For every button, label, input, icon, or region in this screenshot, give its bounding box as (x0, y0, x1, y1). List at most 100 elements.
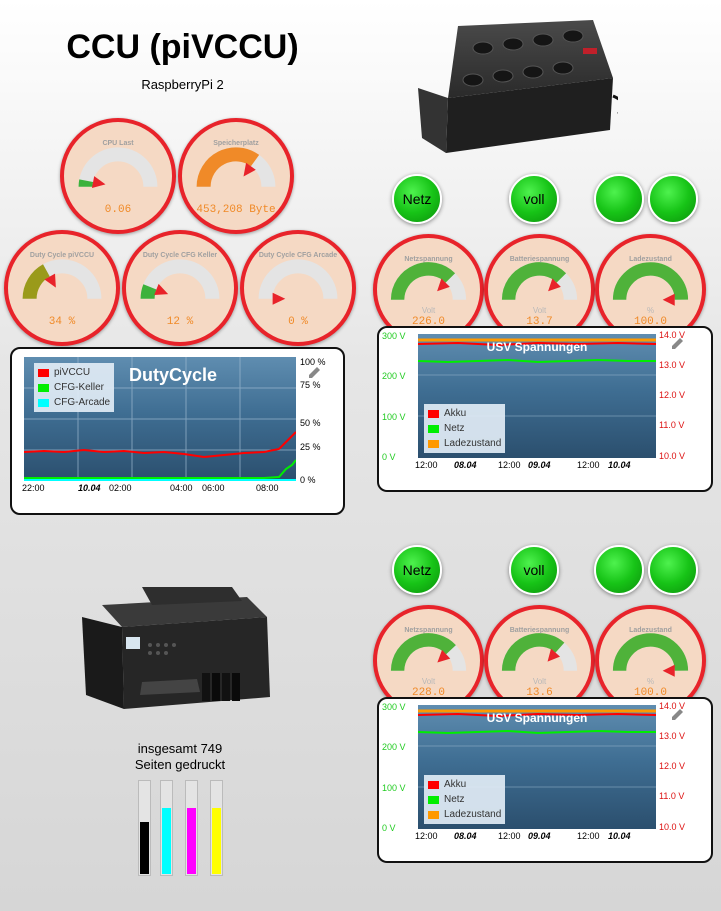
series-line-akku (418, 341, 656, 347)
usv_hamster-gauge-1-level-arc (501, 633, 565, 672)
usv_hamster-chart-title: USV Spannungen (486, 711, 588, 725)
usv_arcade-gauge-0-dial (390, 262, 467, 301)
duty-y-tick: 25 % (300, 442, 321, 452)
usv_hamster-gauge-1-value: 13.6 (526, 687, 553, 700)
legend-label: CFG-Arcade (54, 397, 111, 408)
legend-label: Ladezustand (444, 438, 502, 449)
y-right-tick: 14.0 V (659, 330, 686, 340)
usv_arcade-gauge-0-needle (437, 278, 450, 292)
legend-entry: CFG-Keller (38, 380, 110, 395)
legend-entry: Netz (428, 792, 501, 807)
ink-level-fill (140, 822, 149, 874)
legend-swatch (428, 810, 439, 819)
ccu-gauge-2-dial (22, 259, 102, 300)
legend-label: Netz (444, 423, 465, 434)
usv_hamster-chart-panel: USV Spannungen 300 V 200 V 100 V 0 V 14.0 V 13… (377, 697, 713, 863)
legend-entry: piVCCU (38, 365, 110, 380)
legend-entry: Ladezustand (428, 436, 501, 451)
status-led-netz: Netz (392, 545, 442, 595)
duty-y-tick: 100 % (300, 357, 326, 367)
ccu-gauge-3-label: Duty Cycle CFG Keller (142, 252, 218, 260)
page-title: CCU (piVCCU) (66, 28, 299, 66)
usv_arcade-chart-title: USV Spannungen (486, 340, 588, 354)
usv_arcade-chart-caption: Arcade (516, 471, 558, 486)
status-led-indicator-2 (594, 174, 644, 224)
ccu-gauge-1-label: Speicherplatz (213, 140, 259, 148)
duty-y-tick: 75 % (300, 380, 321, 390)
duty-x-tick: 02:00 (109, 483, 132, 493)
y-left-tick: 0 V (382, 823, 396, 833)
legend-swatch (428, 424, 439, 433)
x-tick: 12:00 (498, 831, 521, 841)
series-line-cfg-keller (24, 459, 296, 479)
ccu-gauge-4-value: 0 % (288, 316, 308, 329)
duty-y-tick: 0 % (300, 475, 316, 485)
usv_arcade-gauge-1-dial (501, 262, 578, 301)
usv_arcade-gauge-1-label: Batteriespannung (509, 255, 570, 263)
usv_arcade-gauge-2-unit: % (646, 305, 655, 315)
pencil-icon[interactable] (669, 707, 685, 723)
legend-entry: Akku (428, 406, 501, 421)
usv_arcade-gauge-1-value: 13.7 (526, 316, 553, 329)
ccu-gauge-0-dial (78, 147, 158, 188)
y-left-tick: 200 V (382, 371, 406, 381)
y-left-tick: 300 V (382, 702, 406, 712)
x-tick: 09.04 (528, 831, 551, 841)
ccu-gauge-4-needle (272, 292, 286, 305)
usv_arcade-plot-svg (418, 338, 656, 417)
ccu-gauge-1: Speicherplatz 453,208 Byte (178, 118, 294, 234)
legend-label: Akku (444, 408, 467, 419)
usv_hamster-gauge-0-label: Netzspannung (404, 626, 453, 634)
ccu-gauge-1-dial (196, 147, 276, 188)
usv_hamster-gauge-1-unit: Volt (532, 676, 547, 686)
x-tick: 10.04 (608, 831, 631, 841)
pencil-icon[interactable] (306, 365, 322, 381)
ccu-gauge-2-value: 34 % (48, 316, 76, 329)
x-tick: 08.04 (454, 831, 477, 841)
x-tick: 08.04 (454, 460, 477, 470)
legend-swatch (428, 439, 439, 448)
usv_arcade-gauge-2-level-arc (612, 262, 689, 301)
y-right-tick: 13.0 V (659, 360, 686, 370)
usv_arcade-gauge-1-unit: Volt (532, 305, 547, 315)
printer-image (82, 587, 270, 709)
ccu-gauge-2-level-arc (22, 264, 51, 300)
legend-entry: CFG-Arcade (38, 395, 110, 410)
y-right-tick: 11.0 V (659, 420, 685, 430)
y-right-tick: 14.0 V (659, 701, 686, 711)
legend-swatch (428, 795, 439, 804)
y-left-tick: 200 V (382, 742, 406, 752)
legend-swatch (38, 398, 49, 407)
ccu-gauge-1-value: 453,208 Byte (196, 204, 276, 217)
status-led-indicator-3 (648, 174, 698, 224)
usv_arcade-gauge-1-needle (548, 278, 561, 292)
usv_arcade-gauge-0-unit: Volt (421, 305, 436, 315)
legend-swatch (38, 368, 49, 377)
usv_hamster-gauge-0-needle (437, 649, 451, 663)
usv_arcade-gauge-2-value: 100.0 (633, 316, 667, 329)
pencil-icon[interactable] (669, 336, 685, 352)
ccu-gauge-0-needle (91, 176, 106, 188)
usv_hamster-gauge-0-unit: Volt (421, 676, 436, 686)
legend-entry: Akku (428, 777, 501, 792)
y-right-tick: 12.0 V (659, 761, 686, 771)
usv_hamster-gauge-0-dial (390, 633, 467, 672)
series-line-netz (418, 729, 656, 735)
y-left-tick: 100 V (382, 783, 406, 793)
ccu-gauge-1-needle (243, 162, 256, 177)
usv_arcade-gauge-2-needle (662, 293, 675, 306)
duty-x-tick: 10.04 (78, 483, 101, 493)
usv_hamster-plot-svg (418, 709, 656, 788)
usv_hamster-gauge-2-level-arc (612, 633, 689, 672)
ccu-gauge-4-dial (258, 259, 338, 305)
ink-level-bar (160, 780, 173, 876)
y-right-tick: 13.0 V (659, 731, 686, 741)
y-right-tick: 10.0 V (659, 822, 686, 832)
status-led-indicator-3 (648, 545, 698, 595)
x-tick: 12:00 (415, 460, 438, 470)
